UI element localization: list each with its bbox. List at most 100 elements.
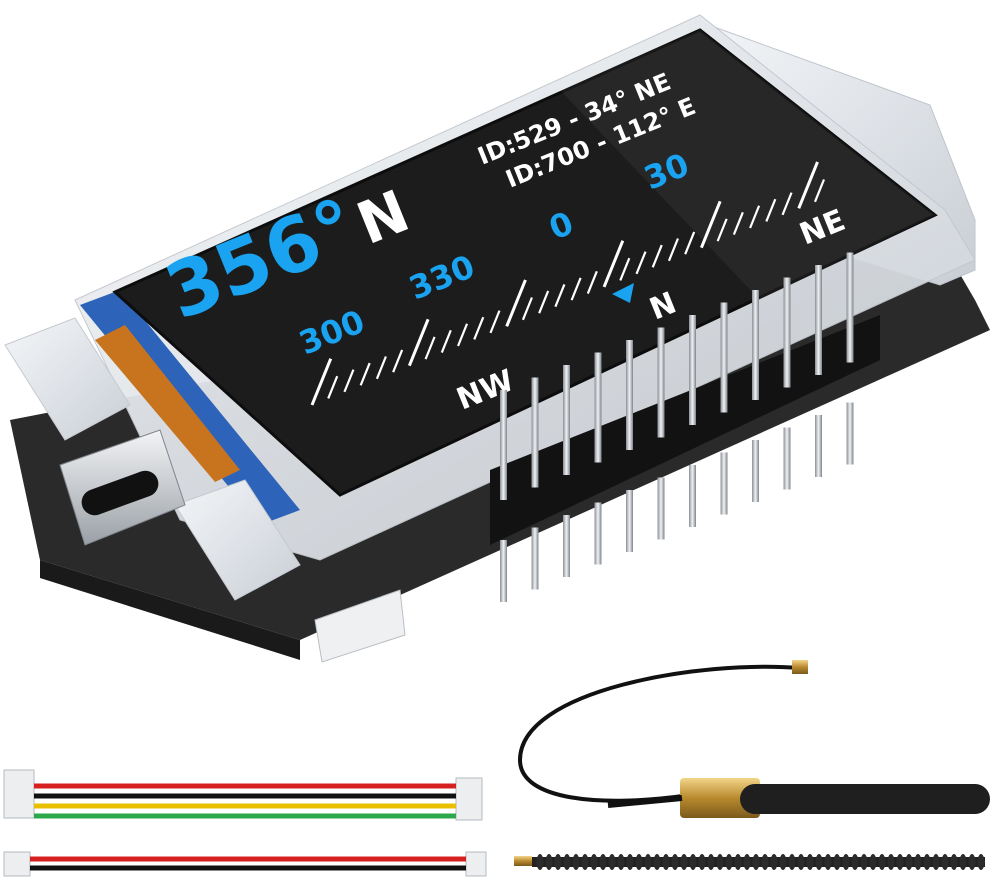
compass-tick — [684, 231, 696, 255]
antenna-coil — [878, 854, 886, 870]
acrylic-corner-top — [4, 317, 131, 441]
acrylic-corner-bottom — [174, 479, 301, 601]
spring-antenna — [514, 854, 985, 870]
antenna-coil — [716, 854, 724, 870]
compass-tick — [538, 290, 550, 314]
header-pin — [500, 390, 507, 500]
compass-tick — [700, 200, 722, 249]
compass-tick — [392, 349, 404, 373]
triangle-up-icon — [612, 283, 634, 303]
antenna-coil — [950, 854, 958, 870]
compass-tick — [457, 323, 469, 347]
antenna-coil — [554, 854, 562, 870]
compass-tick — [424, 336, 436, 360]
antenna-coil — [644, 854, 652, 870]
compass-tick — [440, 329, 452, 353]
antenna-coil — [626, 854, 634, 870]
header-pin-leg — [783, 427, 791, 490]
compass-tick — [619, 257, 631, 281]
antenna-coil — [725, 854, 733, 870]
compass-tick — [765, 198, 777, 222]
compass-tick — [505, 279, 527, 327]
lcd-panel — [112, 28, 938, 497]
compass-tick — [651, 244, 663, 268]
antenna-coil — [599, 854, 607, 870]
antenna-coil — [698, 854, 706, 870]
antenna-coil — [797, 854, 805, 870]
antenna-coil — [860, 854, 868, 870]
antenna-coil — [653, 854, 661, 870]
antenna-coil — [707, 854, 715, 870]
header-pins — [490, 252, 880, 602]
usb-c-port — [59, 429, 186, 546]
compass-tick — [407, 318, 430, 367]
compass-tick — [327, 375, 339, 399]
antenna-coil — [635, 854, 643, 870]
pcb-edge — [40, 560, 300, 660]
compass-tick — [554, 284, 566, 308]
antenna-coil — [563, 854, 571, 870]
compass-tick — [667, 238, 679, 262]
header-pin-leg — [689, 465, 696, 527]
antenna-coil — [842, 854, 850, 870]
compass-tick — [359, 362, 371, 386]
compass-tick — [749, 205, 761, 229]
compass-tick — [570, 277, 582, 301]
antenna-coil — [806, 854, 814, 870]
compass-tick — [602, 240, 625, 288]
header-pin-leg — [720, 452, 728, 515]
antenna-coil — [977, 854, 985, 870]
4-pin-cable — [3, 769, 483, 821]
flex-ribbon-copper — [95, 325, 240, 482]
antenna-coil — [905, 854, 913, 870]
header-pin — [752, 290, 759, 400]
antenna-coil — [887, 854, 895, 870]
header-pin-leg — [563, 515, 570, 577]
antenna-coil — [833, 854, 841, 870]
header-pin-leg — [500, 540, 507, 602]
antenna-coil — [770, 854, 778, 870]
antenna-coil — [590, 854, 598, 870]
antenna-coil — [581, 854, 589, 870]
antenna-coil — [788, 854, 796, 870]
antenna-coil — [536, 854, 544, 870]
compass-tick — [343, 369, 355, 393]
header-pin-leg — [594, 502, 602, 565]
compass-tick — [473, 316, 485, 340]
compass-tick — [635, 251, 647, 275]
antenna-coil — [779, 854, 787, 870]
antenna-coil — [941, 854, 949, 870]
antenna-coil — [689, 854, 697, 870]
compass-tick — [732, 211, 744, 235]
antenna-coil — [932, 854, 940, 870]
header-pin — [846, 252, 854, 363]
header-pin-leg — [657, 477, 665, 540]
compass-tick — [521, 297, 533, 321]
compass-tick — [781, 192, 793, 216]
antenna-coil — [662, 854, 670, 870]
lcd-glare — [560, 30, 935, 300]
compass-tick — [310, 358, 333, 406]
antenna-coil — [752, 854, 760, 870]
compass-scale-ticks — [310, 161, 826, 406]
antenna-coil — [617, 854, 625, 870]
antenna-coil — [671, 854, 679, 870]
sma-stub-antenna — [517, 660, 990, 818]
compass-tick — [489, 310, 501, 334]
antenna-coil — [734, 854, 742, 870]
header-pin — [657, 327, 665, 438]
antenna-coil — [680, 854, 688, 870]
compass-tick — [797, 161, 819, 209]
antenna-coil — [869, 854, 877, 870]
header-pin — [594, 352, 602, 463]
header-pin-leg — [531, 527, 539, 590]
compass-tick — [586, 270, 598, 294]
antenna-coil — [572, 854, 580, 870]
header-pin — [720, 302, 728, 413]
header-pin-leg — [752, 440, 759, 502]
antenna-coil — [959, 854, 967, 870]
compass-tick — [716, 218, 728, 242]
antenna-coil — [608, 854, 616, 870]
antenna-coil — [743, 854, 751, 870]
